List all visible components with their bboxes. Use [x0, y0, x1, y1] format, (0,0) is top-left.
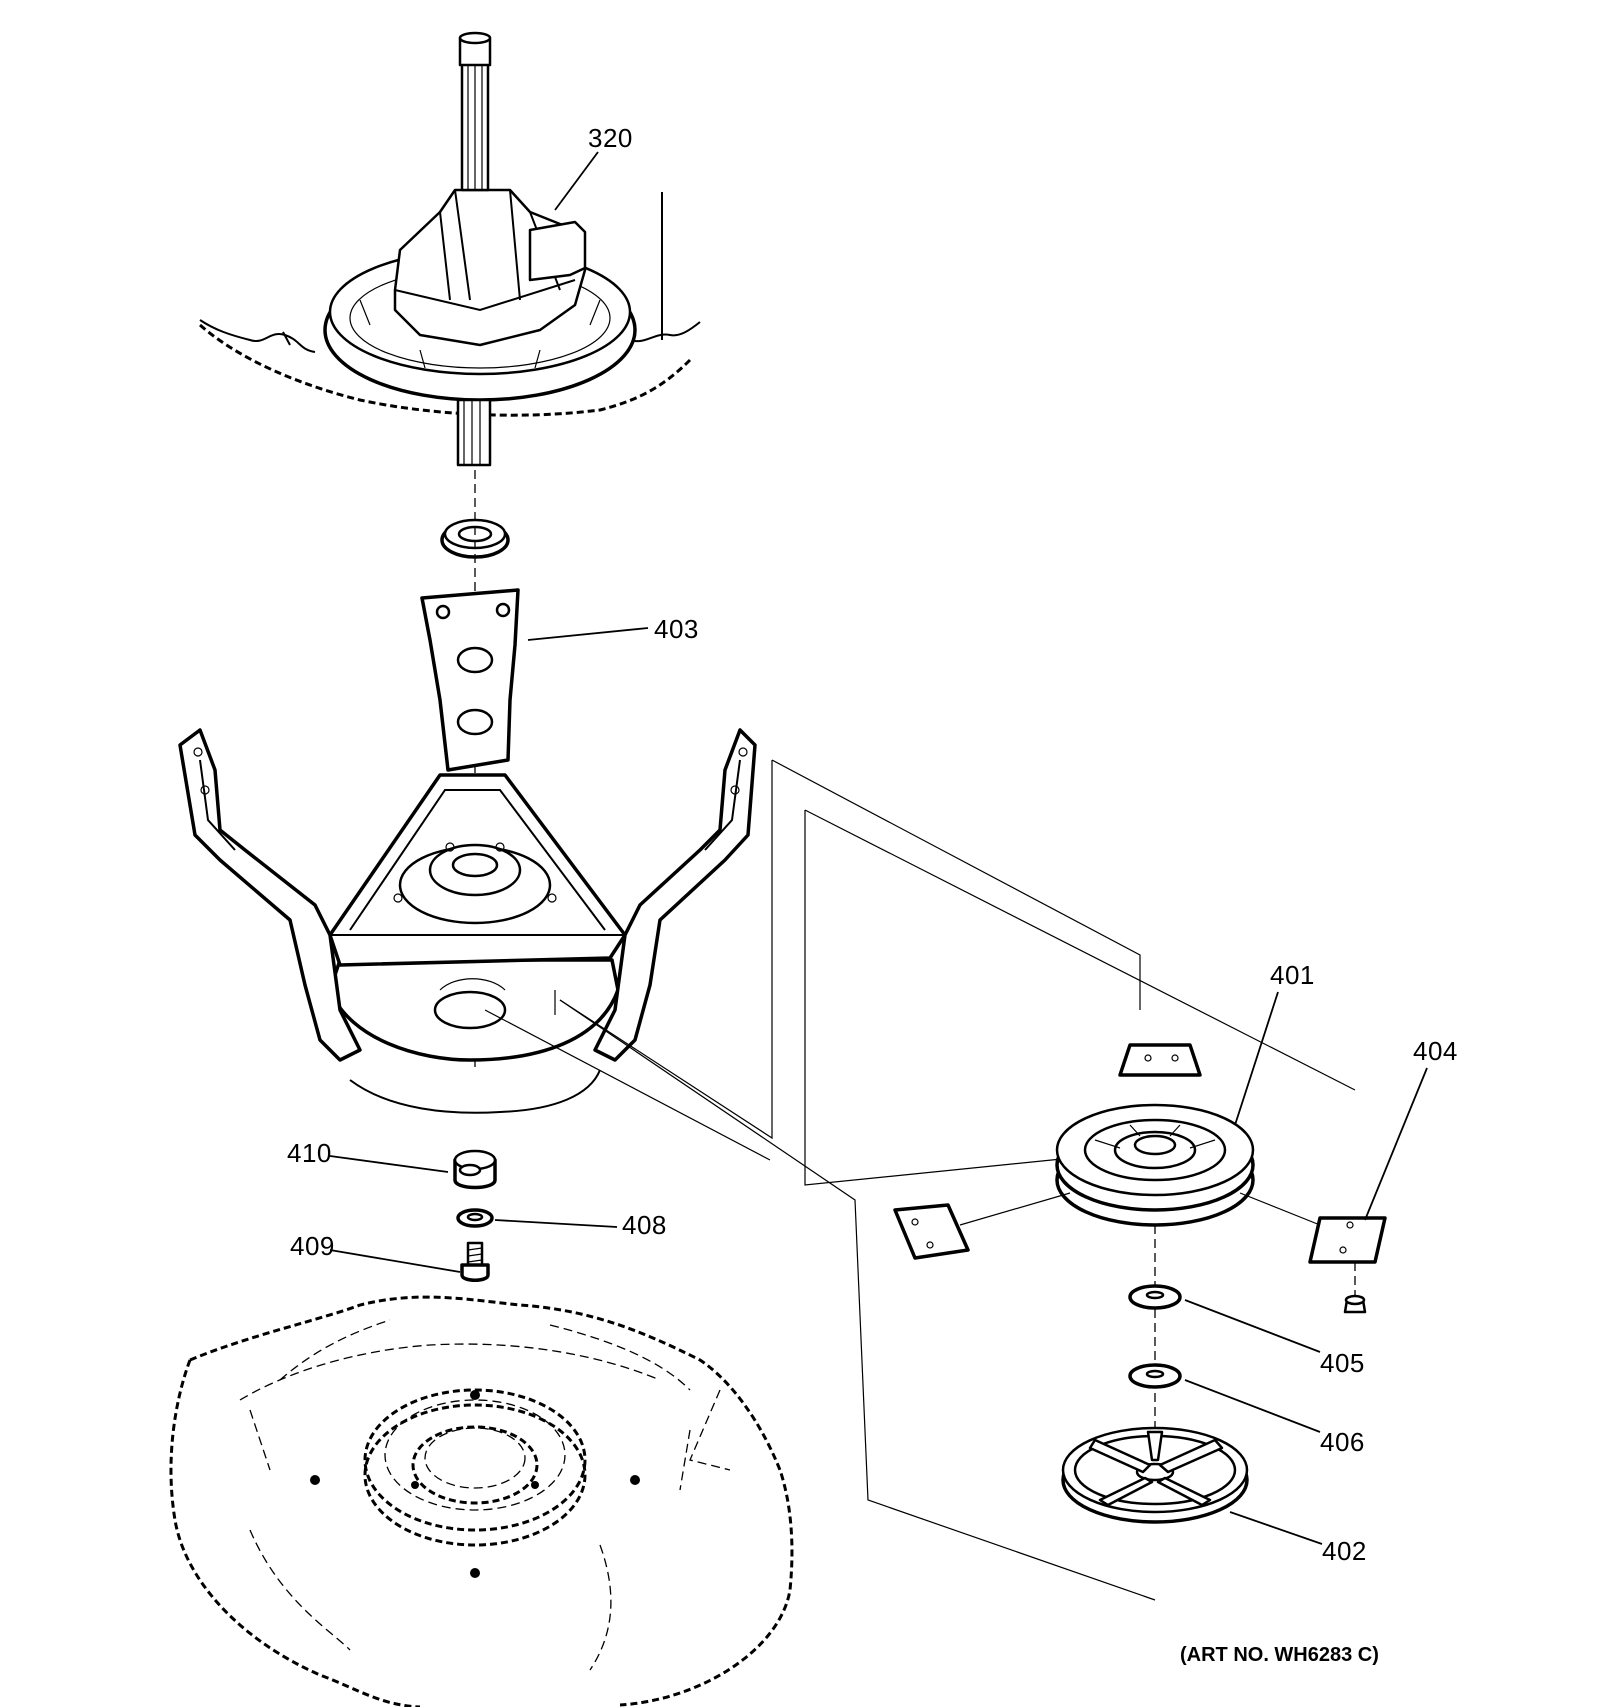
leader-410: [329, 1155, 449, 1173]
leader-406: [1184, 1379, 1321, 1433]
pad-screw: [1343, 1262, 1367, 1314]
label-406: 406: [1320, 1427, 1365, 1457]
leader-404: [1364, 1067, 1428, 1221]
leader-408: [494, 1219, 618, 1228]
label-410: 410: [287, 1138, 332, 1168]
washer-408: [456, 1208, 494, 1228]
label-409: 409: [290, 1231, 335, 1261]
leader-405: [1184, 1299, 1321, 1353]
label-402: 402: [1322, 1536, 1367, 1566]
brake-pad-left: [893, 1192, 1071, 1260]
bearing-seal: [440, 518, 510, 559]
leader-401: [1234, 991, 1279, 1126]
art-number: (ART NO. WH6283 C): [1180, 1644, 1379, 1666]
label-404: 404: [1413, 1036, 1458, 1066]
belt-path-lines: [484, 759, 1356, 1601]
leader-409: [329, 1249, 461, 1273]
bolt-409: [460, 1241, 490, 1282]
leader-403: [527, 627, 649, 641]
pulley-wheel: [1061, 1426, 1249, 1524]
brake-bracket-arm: [420, 588, 520, 772]
cabinet-base-outline: [169, 1295, 794, 1707]
label-403: 403: [654, 614, 699, 644]
suspension-frame: [178, 728, 757, 1114]
leader-402: [1229, 1511, 1323, 1545]
washer-406: [1128, 1363, 1182, 1389]
transmission-assembly: [323, 31, 637, 467]
label-320: 320: [588, 123, 633, 153]
bushing: [453, 1149, 497, 1190]
label-405: 405: [1320, 1348, 1365, 1378]
label-408: 408: [622, 1210, 667, 1240]
label-401: 401: [1270, 960, 1315, 990]
drive-pulley: [1055, 1103, 1255, 1227]
leader-320: [554, 151, 599, 211]
washer-405: [1128, 1284, 1182, 1310]
brake-pad-top: [1118, 1043, 1202, 1077]
brake-pad-right: [1239, 1192, 1387, 1264]
